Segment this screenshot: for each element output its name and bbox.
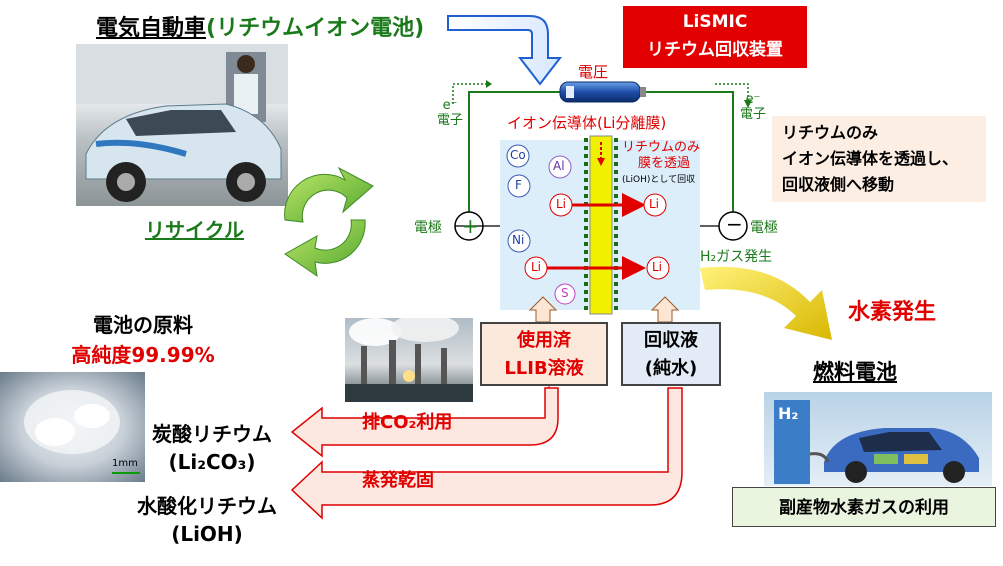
ion-label-s: S <box>561 286 569 300</box>
h2-sign: H₂ <box>778 404 799 423</box>
ev-title-main: 電気自動車 <box>96 16 207 41</box>
electron-right: e⁻ 電子 <box>740 92 766 122</box>
recovery-solution-line2: (純水) <box>644 358 698 379</box>
electrode-minus-sign: − <box>726 212 743 236</box>
electron-symbol: e⁻ <box>442 98 458 113</box>
inflow-arrow-left <box>528 296 558 323</box>
scale-bar <box>112 472 140 474</box>
cell-left-chamber <box>500 140 590 310</box>
wire <box>468 91 560 226</box>
product-arrow-2 <box>290 387 683 520</box>
ev-photo <box>76 44 288 206</box>
ev-car-illustration <box>76 44 288 202</box>
electron-arrow-right <box>715 83 749 104</box>
membrane-note-line1: リチウムのみ <box>622 140 701 155</box>
product1-formula: (Li₂CO₃) <box>168 450 256 474</box>
ion-co <box>506 144 530 168</box>
ion-label-li: Li <box>531 260 542 274</box>
ion-ni <box>507 229 531 253</box>
factory-photo <box>345 318 473 402</box>
ion-li-right-2 <box>646 256 670 280</box>
used-solution-box: 使用済 LLIB溶液 <box>480 322 608 386</box>
fuel-cell-image: H₂ <box>764 392 992 486</box>
hydrogen-label: 水素発生 <box>848 300 937 325</box>
membrane-note-line3: (LiOH)として回収 <box>622 175 696 185</box>
byproduct-label: 副産物水素ガスの利用 <box>779 498 949 518</box>
callout-line1: リチウムのみ <box>782 123 879 142</box>
ev-title: 電気自動車(リチウムイオン電池) <box>96 10 424 42</box>
lismic-badge: LiSMIC リチウム回収装置 <box>623 6 807 68</box>
ion-li-left-1 <box>549 193 573 217</box>
lithium-callout: リチウムのみ イオン伝導体を透過し、 回収液側へ移動 <box>772 116 986 202</box>
ion-label-li: Li <box>652 260 663 274</box>
membrane-label: イオン伝導体(Li分離膜) <box>507 114 667 132</box>
byproduct-box: 副産物水素ガスの利用 <box>732 487 996 527</box>
used-solution-line2: LLIB溶液 <box>504 358 584 379</box>
scale-label: 1mm <box>112 458 138 469</box>
fuel-cell-label: 燃料電池 <box>813 360 897 384</box>
inflow-arrow-right <box>650 296 680 323</box>
product-lithium-carbonate: 炭酸リチウム (Li₂CO₃) <box>132 420 292 476</box>
callout-line2: イオン伝導体を透過し、 <box>782 149 959 168</box>
evaporation-label: 蒸発乾固 <box>362 470 434 491</box>
recycle-icon <box>284 166 374 278</box>
ion-label-ni: Ni <box>512 233 525 247</box>
input-arrow <box>447 15 563 86</box>
ion-f <box>507 174 531 198</box>
ion-al <box>548 155 572 179</box>
ion-li-right-1 <box>643 193 667 217</box>
product1-name: 炭酸リチウム <box>152 422 272 446</box>
ion-label-al: Al <box>553 159 565 173</box>
raw-material: 電池の原料 高純度99.99% <box>60 310 226 370</box>
factory-illustration <box>345 318 473 402</box>
recovery-solution-line1: 回収液 <box>644 330 698 351</box>
ion-label-co: Co <box>510 148 526 162</box>
lithium-powder-photo: 1mm <box>0 372 145 482</box>
electron-left: e⁻ 電子 <box>437 98 463 128</box>
electron-label: 電子 <box>437 113 464 128</box>
lismic-title: LiSMIC <box>682 12 748 32</box>
lismic-subtitle: リチウム回収装置 <box>647 40 783 60</box>
electrode-minus-label: 電極 <box>750 220 778 236</box>
recycle-label: リサイクル <box>145 218 244 242</box>
co2-label: 排CO₂利用 <box>362 412 453 433</box>
membrane-note-line2: 膜を透過 <box>638 156 691 171</box>
ion-label-li: Li <box>649 197 660 211</box>
product-lithium-hydroxide: 水酸化リチウム (LiOH) <box>122 492 292 548</box>
raw-material-title: 電池の原料 <box>93 313 193 337</box>
product2-name: 水酸化リチウム <box>137 494 277 518</box>
raw-material-purity: 高純度99.99% <box>71 343 215 367</box>
cell-right-chamber <box>612 140 700 310</box>
product-arrow-1 <box>290 387 559 458</box>
ev-title-sub: (リチウムイオン電池) <box>206 16 425 41</box>
callout-line3: 回収液側へ移動 <box>782 175 895 194</box>
ion-li-left-2 <box>524 256 548 280</box>
wire <box>640 91 734 212</box>
electron-arrow-left <box>452 83 490 104</box>
recovery-solution-box: 回収液 (純水) <box>621 322 721 386</box>
used-solution-line1: 使用済 <box>517 330 571 351</box>
product2-formula: (LiOH) <box>171 522 243 546</box>
voltage-label: 電圧 <box>578 63 609 81</box>
ion-label-li: Li <box>556 197 567 211</box>
hydrogen-arrow <box>700 266 832 340</box>
electrode-plus-label: 電極 <box>414 220 442 236</box>
powder-texture <box>24 390 120 454</box>
electrode-plus-sign: + <box>462 214 479 238</box>
membrane-note: リチウムのみ 膜を透過 (LiOH)として回収 <box>622 140 700 188</box>
ion-s <box>554 283 576 305</box>
ion-label-f: F <box>515 178 522 192</box>
fuel-cell-car-illustration <box>774 400 979 484</box>
electron-label: 電子 <box>740 107 767 122</box>
electron-symbol: e⁻ <box>745 92 761 107</box>
h2-gas-label: H₂ガス発生 <box>700 249 773 265</box>
